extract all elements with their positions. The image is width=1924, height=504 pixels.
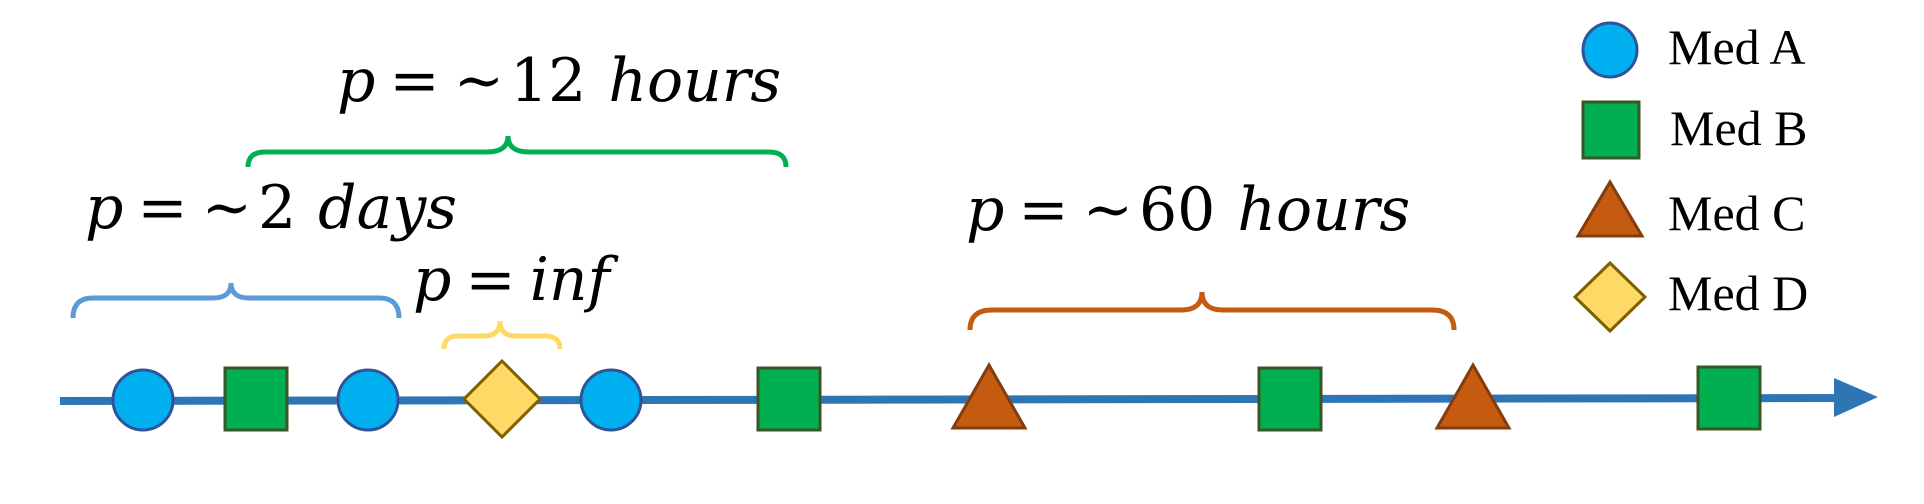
brace-green <box>245 135 789 168</box>
brace-orange <box>967 291 1457 331</box>
timeline-markers <box>111 358 1762 440</box>
legend-item-med-c: Med C <box>1575 179 1806 241</box>
annotation-yellow: p=inf <box>413 245 620 315</box>
legend-label-med-b: Med B <box>1670 100 1808 156</box>
med-a-marker-3 <box>579 368 643 432</box>
legend-label-med-d: Med D <box>1668 265 1808 321</box>
circle-icon <box>1581 21 1639 79</box>
legend-item-med-b: Med B <box>1581 100 1808 160</box>
brace-yellow <box>441 320 563 350</box>
med-b-marker-3 <box>1257 366 1323 432</box>
med-a-marker-1 <box>111 368 175 432</box>
med-c-marker-1 <box>950 361 1028 430</box>
timeline-line <box>59 394 1849 405</box>
med-b-marker-4 <box>1696 365 1762 431</box>
triangle-icon <box>1575 179 1645 238</box>
med-c-marker-2 <box>1434 361 1512 430</box>
legend-label-med-a: Med A <box>1668 19 1806 75</box>
legend-item-med-a: Med A <box>1581 19 1806 79</box>
legend: Med A Med B Med C Med D <box>1572 19 1808 334</box>
diamond-icon <box>1572 260 1648 334</box>
med-d-marker-1 <box>461 358 543 440</box>
legend-label-med-c: Med C <box>1668 185 1806 241</box>
brace-blue <box>70 282 402 319</box>
med-b-marker-1 <box>223 366 289 432</box>
legend-item-med-d: Med D <box>1572 260 1808 334</box>
med-a-marker-2 <box>336 368 400 432</box>
med-b-marker-2 <box>756 366 822 432</box>
timeline-arrowhead-icon <box>1834 378 1878 417</box>
square-icon <box>1581 100 1641 160</box>
